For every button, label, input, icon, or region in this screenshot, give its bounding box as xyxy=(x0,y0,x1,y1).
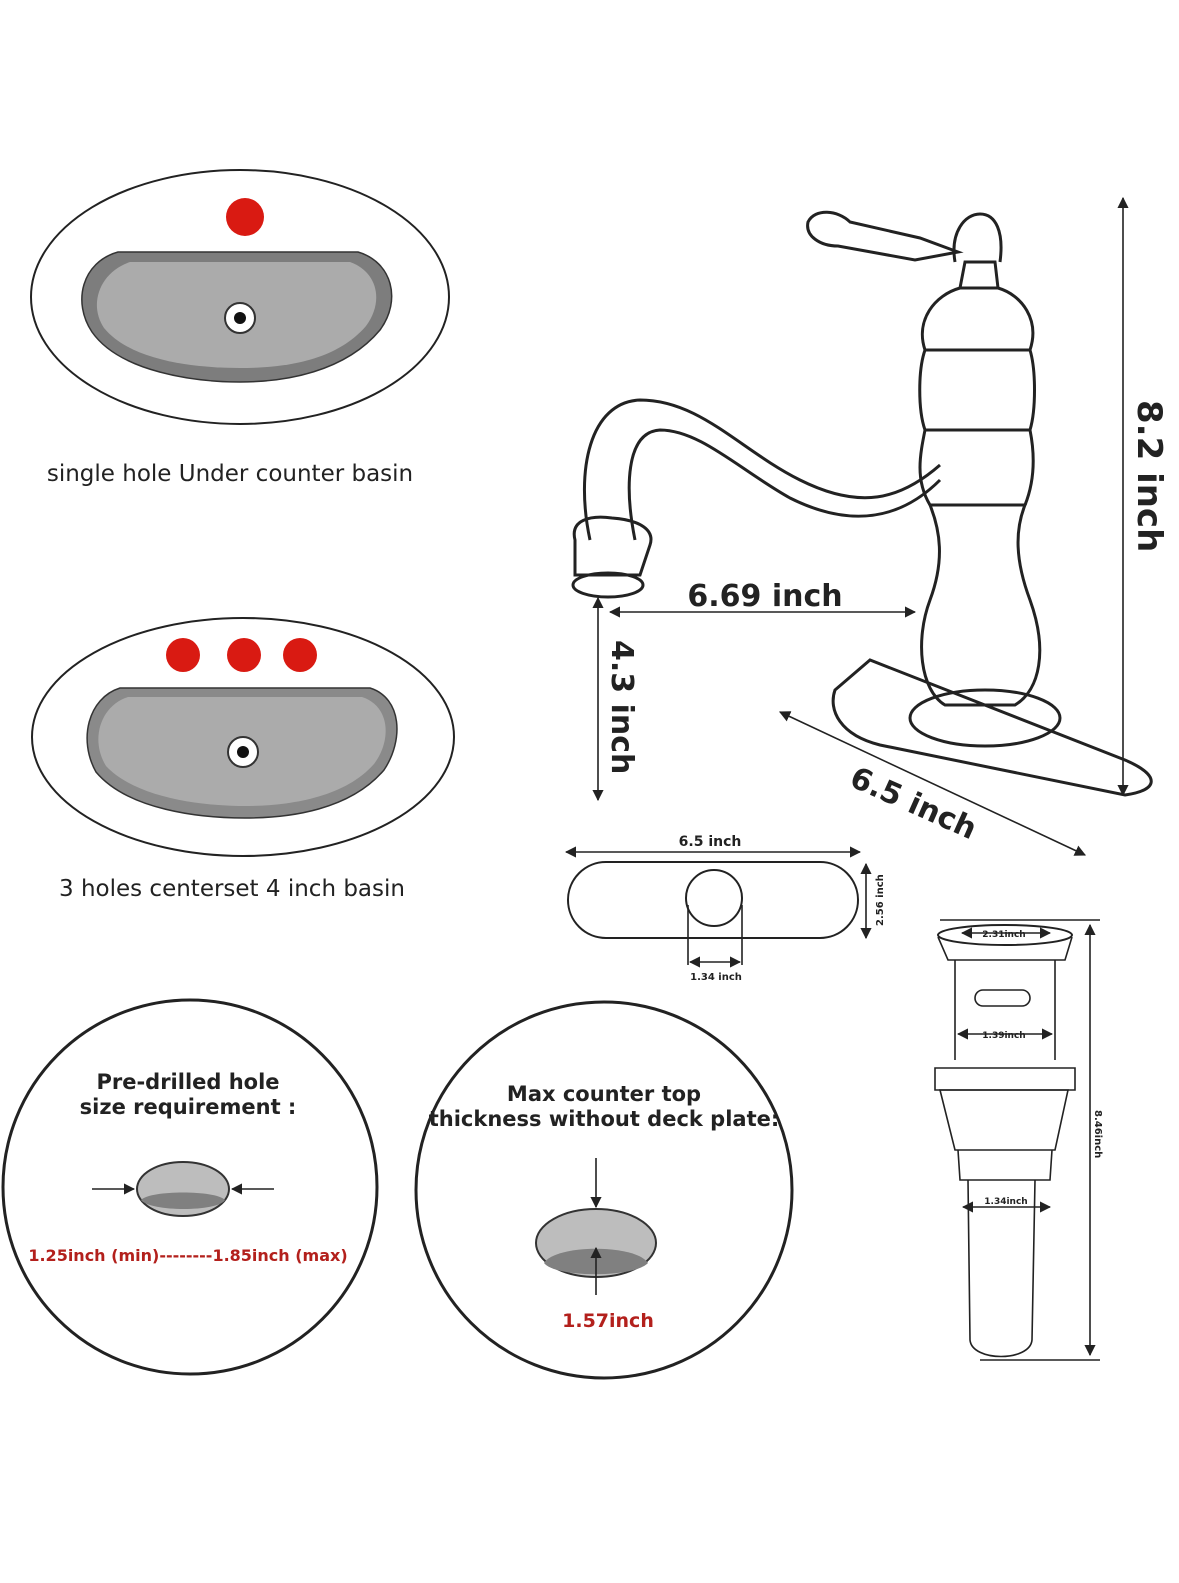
popup-drain xyxy=(934,919,1100,1361)
faucet-drawing xyxy=(571,210,1153,797)
faucet-hole xyxy=(227,638,261,672)
thickness-panel xyxy=(414,1000,794,1380)
height-label: 8.2 inch xyxy=(1129,400,1169,552)
faucet-hole xyxy=(166,638,200,672)
drain-pipe-label: 1.34inch xyxy=(984,1197,1027,1207)
drain-height-label: 8.46inch xyxy=(1092,1110,1103,1158)
deck-length-label: 6.5 inch xyxy=(845,760,982,847)
plate-hole-label: 1.34 inch xyxy=(690,972,742,983)
deck-plate-top-view xyxy=(564,846,872,968)
hole-title-line1: Pre-drilled hole xyxy=(96,1070,279,1094)
three-hole-basin xyxy=(31,617,455,857)
faucet-hole xyxy=(283,638,317,672)
thickness-title-line2: thickness without deck plate: xyxy=(429,1107,780,1131)
thickness-title-line1: Max counter top xyxy=(507,1082,701,1106)
three-hole-caption: 3 holes centerset 4 inch basin xyxy=(59,876,405,902)
faucet-hole xyxy=(226,198,264,236)
thickness-value-label: 1.57inch xyxy=(562,1310,654,1332)
drain-top-label: 2.31inch xyxy=(982,930,1025,940)
plate-length-label: 6.5 inch xyxy=(679,834,742,850)
spout-height-label: 4.3 inch xyxy=(604,640,639,774)
reach-label: 6.69 inch xyxy=(687,579,842,614)
hole-range-label: 1.25inch (min)--------1.85inch (max) xyxy=(28,1246,347,1265)
hole-title-line2: size requirement : xyxy=(80,1095,297,1119)
single-hole-basin xyxy=(30,169,450,425)
plate-width-label: 2.56 inch xyxy=(875,874,886,926)
hole-requirement-panel xyxy=(1,998,379,1376)
single-hole-caption: single hole Under counter basin xyxy=(47,461,413,487)
drain-mid-label: 1.39inch xyxy=(982,1031,1025,1041)
